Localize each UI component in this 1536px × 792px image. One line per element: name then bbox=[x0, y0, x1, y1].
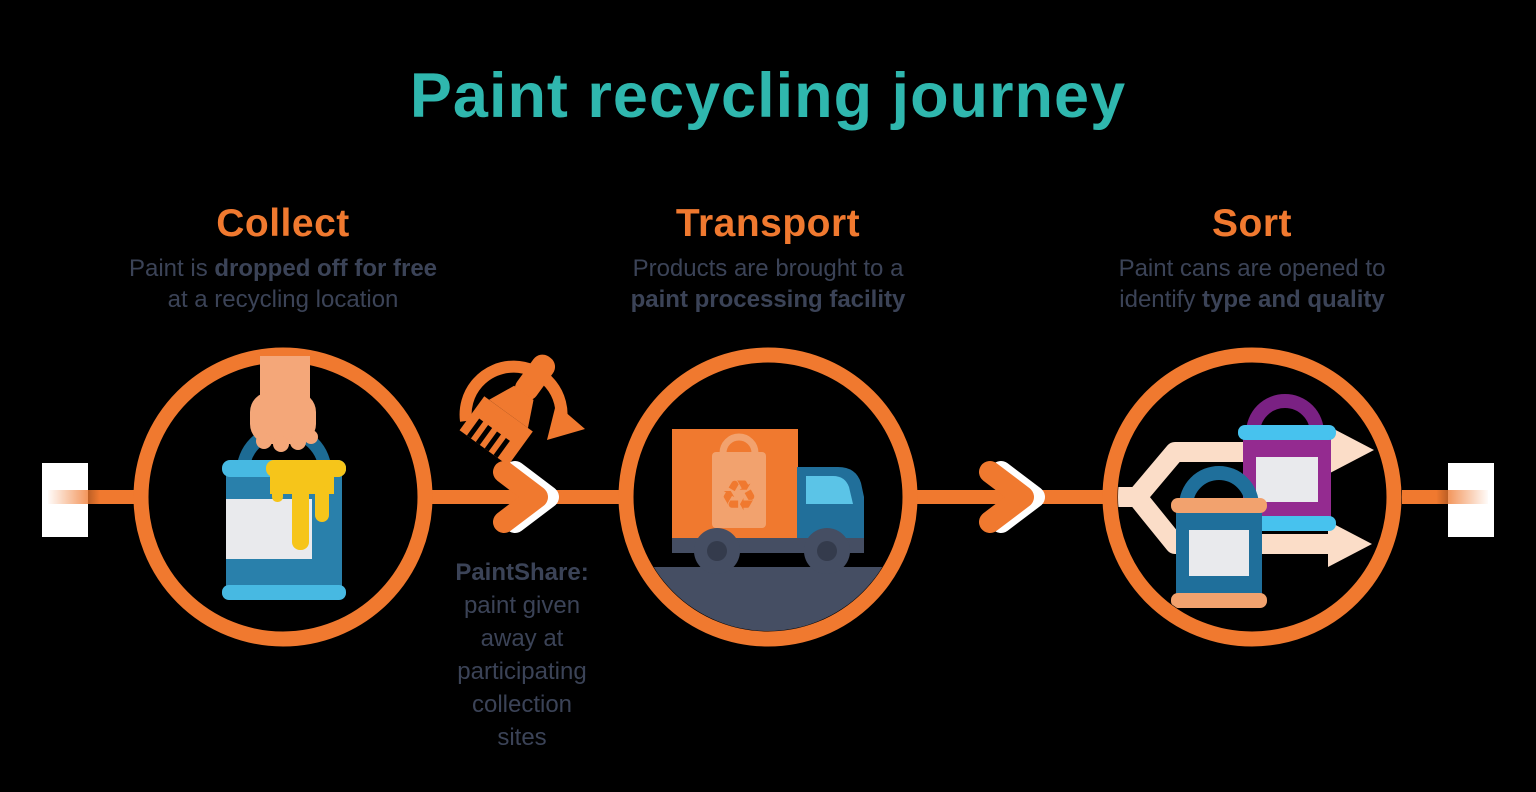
recycle-bag-icon: ♻ bbox=[712, 433, 766, 528]
step-transport: Transport Products are brought to a pain… bbox=[538, 202, 998, 315]
paintshare-note: PaintShare: paint given away at particip… bbox=[407, 556, 637, 754]
step-collect-description: Paint is dropped off for free at a recyc… bbox=[128, 255, 438, 313]
chevron-arrow-icon bbox=[979, 461, 1045, 533]
paintshare-line: sites bbox=[497, 724, 547, 751]
paint-can-in-hand-icon bbox=[222, 356, 346, 600]
fist bbox=[250, 392, 318, 452]
transport-step-circle bbox=[618, 347, 918, 647]
paintshare-line: away at bbox=[480, 625, 564, 652]
paintbrush-icon bbox=[459, 354, 556, 466]
sorted-paint-cans-icon bbox=[1118, 394, 1374, 608]
paintshare-line: paint given bbox=[463, 592, 581, 619]
can-bottom-rim bbox=[222, 585, 346, 600]
step-sort-heading: Sort bbox=[1212, 202, 1292, 245]
blue-paint-can bbox=[1171, 466, 1267, 608]
recycling-truck-icon: ♻ bbox=[634, 429, 902, 631]
page-title: Paint recycling journey bbox=[409, 61, 1127, 131]
paint-drip bbox=[266, 460, 346, 550]
step-transport-heading: Transport bbox=[675, 202, 861, 245]
cab-window bbox=[806, 476, 853, 504]
recycle-arrowhead bbox=[547, 404, 585, 440]
step-sort-description: Paint cans are opened to identify type a… bbox=[1118, 255, 1386, 313]
paintshare-line: collection bbox=[471, 691, 573, 718]
wheel bbox=[804, 528, 850, 574]
sort-step-circle bbox=[1102, 347, 1402, 647]
step-transport-description: Products are brought to a paint processi… bbox=[630, 255, 906, 313]
purple-paint-can bbox=[1238, 394, 1336, 531]
step-collect: Collect Paint is dropped off for free at… bbox=[53, 202, 513, 315]
svg-text:♻: ♻ bbox=[720, 471, 758, 520]
connector-fade-in-line bbox=[48, 490, 134, 504]
step-collect-heading: Collect bbox=[216, 202, 350, 245]
connector-fade-out-line bbox=[1402, 490, 1488, 504]
collect-step-circle bbox=[133, 347, 433, 647]
paintshare-label: PaintShare: bbox=[455, 559, 589, 586]
wheel bbox=[694, 528, 740, 574]
chevron-arrow-icon bbox=[493, 461, 559, 533]
paintshare-line: participating bbox=[457, 658, 587, 685]
step-sort: Sort Paint cans are opened to identify t… bbox=[1022, 202, 1482, 315]
paintshare-brush-recycle-icon bbox=[459, 354, 585, 466]
